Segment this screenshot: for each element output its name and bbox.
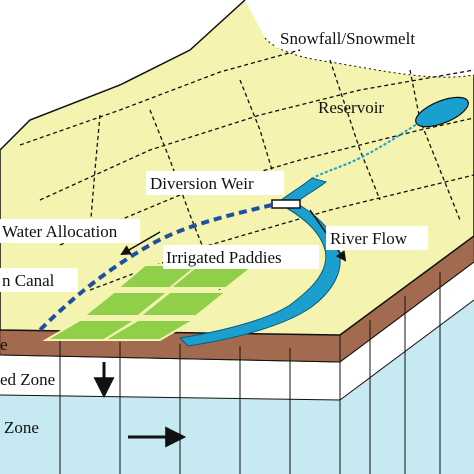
saturated-zone-front <box>0 300 474 474</box>
block-grid-lines <box>0 261 474 474</box>
svg-text:Reservoir: Reservoir <box>318 98 384 117</box>
svg-text:Zone: Zone <box>4 418 39 437</box>
svg-text:River Flow: River Flow <box>330 229 408 248</box>
label-reservoir: Reservoir <box>318 98 384 117</box>
diversion-weir <box>271 199 301 209</box>
svg-text:e: e <box>0 335 8 354</box>
svg-text:Irrigated Paddies: Irrigated Paddies <box>166 248 282 267</box>
svg-text:Water Allocation: Water Allocation <box>2 222 118 241</box>
irrigated-paddies <box>42 264 258 341</box>
label-saturated-zone: Zone <box>4 418 39 437</box>
water-allocation-arrow <box>120 231 161 256</box>
snow-boundary <box>264 37 474 78</box>
label-river-flow: River Flow <box>326 226 428 250</box>
label-water-allocation: Water Allocation <box>0 219 140 243</box>
reservoir <box>415 96 469 128</box>
unsaturated-zone-front <box>0 262 474 400</box>
svg-text:ed Zone: ed Zone <box>0 370 55 389</box>
svg-text:Diversion Weir: Diversion Weir <box>150 174 254 193</box>
label-main-canal: n Canal <box>0 268 78 292</box>
label-diversion-weir: Diversion Weir <box>146 171 284 195</box>
label-surface-layer: e <box>0 335 8 354</box>
main-canal <box>38 203 273 332</box>
label-snowfall: Snowfall/Snowmelt <box>276 26 440 48</box>
svg-text:Snowfall/Snowmelt: Snowfall/Snowmelt <box>280 29 415 48</box>
label-unsaturated-zone: ed Zone <box>0 370 55 389</box>
label-irrigated-paddies: Irrigated Paddies <box>163 245 319 269</box>
svg-text:n Canal: n Canal <box>2 271 55 290</box>
